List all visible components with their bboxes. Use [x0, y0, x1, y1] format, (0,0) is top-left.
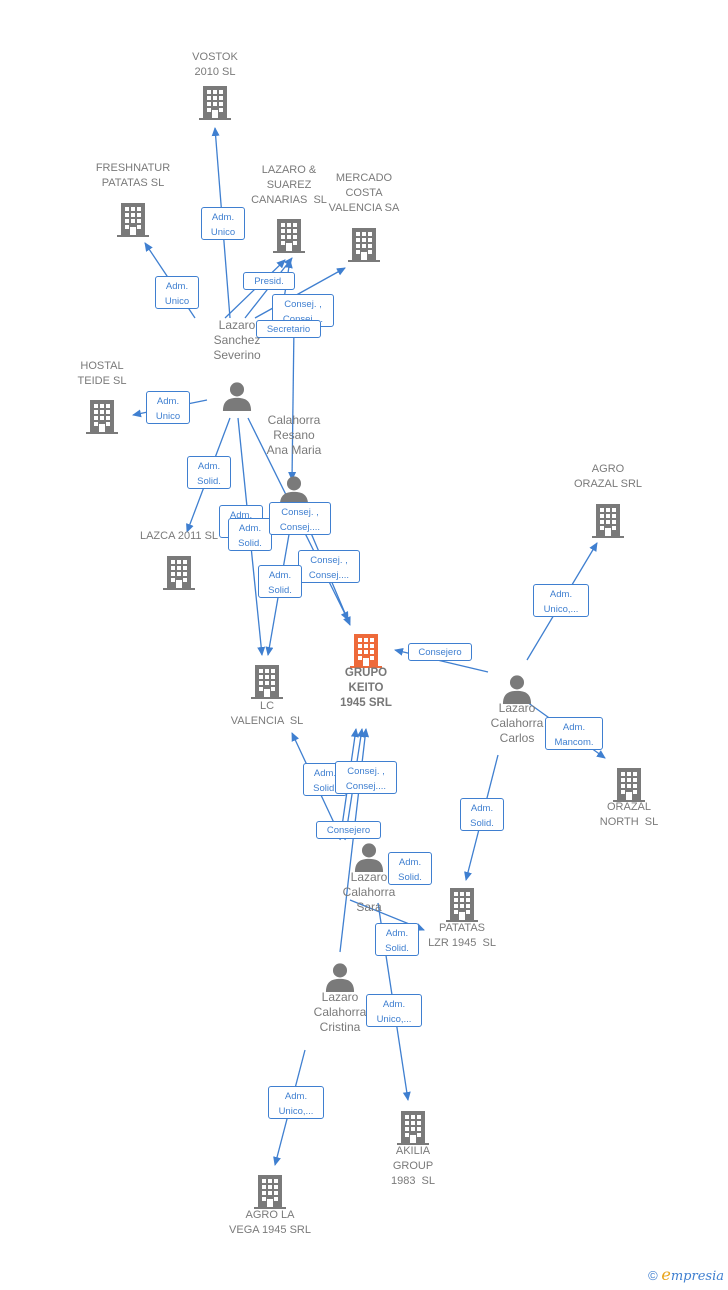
relation-label[interactable]: Adm. Unico,...	[366, 994, 422, 1027]
company-label[interactable]: ORAZAL NORTH SL	[599, 801, 659, 828]
relation-label[interactable]: Adm. Unico,...	[533, 584, 589, 617]
company-icon[interactable]	[273, 219, 305, 253]
relation-label[interactable]: Adm. Solid.	[460, 798, 504, 831]
relation-label[interactable]: Adm. Solid.	[258, 565, 302, 598]
person-icon[interactable]	[354, 843, 384, 872]
relation-label[interactable]: Consej. , Consej....	[298, 550, 360, 583]
relation-label[interactable]: Adm. Solid.	[388, 852, 432, 885]
company-icon[interactable]	[592, 504, 624, 538]
company-label[interactable]: LAZCA 2011 SL	[139, 530, 219, 542]
company-label[interactable]: FRESHNATUR PATATAS SL	[95, 162, 171, 189]
relation-label[interactable]: Consej. , Consej....	[335, 761, 397, 794]
company-label[interactable]: HOSTAL TEIDE SL	[77, 360, 127, 387]
relation-edge	[254, 267, 346, 319]
company-icon[interactable]	[613, 768, 645, 802]
company-label[interactable]: AGRO ORAZAL SRL	[573, 463, 643, 490]
person-icon[interactable]	[325, 963, 355, 992]
person-icon[interactable]	[222, 382, 252, 411]
relation-label[interactable]: Adm. Mancom.	[545, 717, 603, 750]
focus-company-icon[interactable]	[350, 634, 382, 668]
company-icon[interactable]	[254, 1175, 286, 1209]
company-label[interactable]: AKILIA GROUP 1983 SL	[390, 1145, 436, 1187]
brand-name: mpresia	[670, 1269, 724, 1284]
brand-initial: e	[661, 1265, 671, 1284]
person-label[interactable]: Lazaro Sanchez Severino	[213, 318, 261, 362]
relation-label[interactable]: Adm. Solid.	[228, 518, 272, 551]
company-icon[interactable]	[86, 400, 118, 434]
company-label[interactable]: GRUPO KEITO 1945 SRL	[340, 667, 392, 709]
relation-label[interactable]: Adm. Solid.	[375, 923, 419, 956]
relation-label[interactable]: Presid.	[243, 272, 295, 290]
person-label[interactable]: Lazaro Calahorra Sara	[342, 870, 396, 914]
relation-label[interactable]: Adm. Solid.	[187, 456, 231, 489]
company-icon[interactable]	[163, 556, 195, 590]
relation-label[interactable]: Secretario	[256, 320, 321, 338]
company-label[interactable]: LAZARO & SUAREZ CANARIAS SL	[251, 164, 327, 206]
company-icon[interactable]	[348, 228, 380, 262]
company-icon[interactable]	[446, 888, 478, 922]
company-icon[interactable]	[397, 1111, 429, 1145]
relation-label[interactable]: Adm. Unico	[155, 276, 199, 309]
relation-label[interactable]: Adm. Unico,...	[268, 1086, 324, 1119]
person-label[interactable]: Lazaro Calahorra Cristina	[313, 990, 367, 1034]
company-icon[interactable]	[251, 665, 283, 699]
relation-label[interactable]: Consej. , Consej....	[269, 502, 331, 535]
copyright-symbol: ©	[648, 1268, 658, 1283]
relation-label[interactable]: Consejero	[408, 643, 472, 661]
company-icon[interactable]	[199, 86, 231, 120]
relation-edge	[288, 324, 297, 481]
company-label[interactable]: VOSTOK 2010 SL	[192, 51, 238, 78]
company-label[interactable]: MERCADO COSTA VALENCIA SA	[328, 172, 400, 214]
company-icon[interactable]	[117, 203, 149, 237]
node-icons	[86, 86, 645, 1209]
person-icon[interactable]	[502, 675, 532, 704]
company-label[interactable]: LC VALENCIA SL	[230, 700, 304, 727]
relation-label[interactable]: Consejero	[316, 821, 381, 839]
empresia-watermark: © empresia	[648, 1265, 724, 1284]
relation-label[interactable]: Adm. Unico	[146, 391, 190, 424]
person-label[interactable]: Lazaro Calahorra Carlos	[490, 701, 544, 745]
company-label[interactable]: PATATAS LZR 1945 SL	[428, 922, 496, 949]
relation-label[interactable]: Adm. Unico	[201, 207, 245, 240]
person-label[interactable]: Calahorra Resano Ana Maria	[266, 413, 322, 457]
company-label[interactable]: AGRO LA VEGA 1945 SRL	[229, 1209, 311, 1236]
